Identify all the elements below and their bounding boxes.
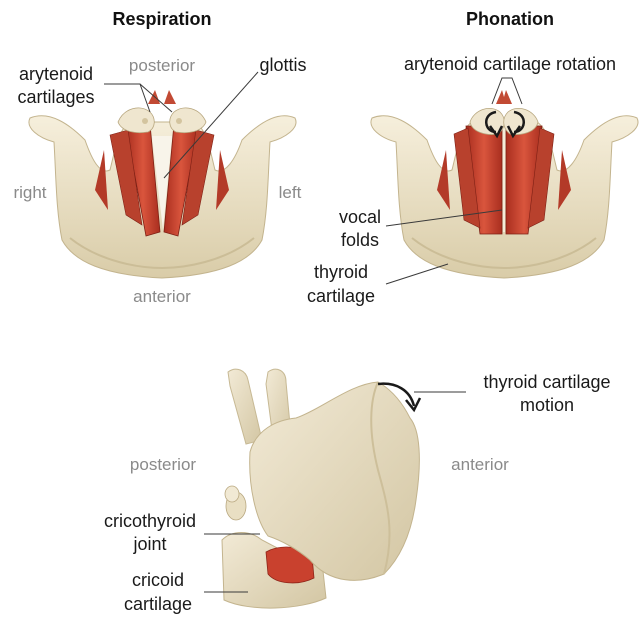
thyroid-leader-line <box>386 264 448 284</box>
arytenoid-rotation-label: arytenoid cartilage rotation <box>404 54 616 74</box>
vocal-folds-label-line2: folds <box>341 230 379 250</box>
glottis-label: glottis <box>259 55 306 75</box>
cricothyroid-joint-label-line1: cricothyroid <box>104 511 196 531</box>
cricothyroid-joint-label-line2: joint <box>132 534 166 554</box>
respiration-larynx-illustration <box>29 90 296 278</box>
arytenoid-cartilages-label-line2: cartilages <box>17 87 94 107</box>
vocal-folds-label-line1: vocal <box>339 207 381 227</box>
thyroid-cartilage-label-line2: cartilage <box>307 286 375 306</box>
respiration-posterior-label: posterior <box>129 56 195 75</box>
phonation-larynx-illustration <box>371 90 638 278</box>
side-posterior-label: posterior <box>130 455 196 474</box>
arytenoid-leader-line <box>104 84 150 112</box>
phonation-title: Phonation <box>466 9 554 29</box>
respiration-anterior-label: anterior <box>133 287 191 306</box>
side-view-larynx-illustration <box>222 369 420 608</box>
thyroid-cartilage-label-line1: thyroid <box>314 262 368 282</box>
cricoid-cartilage-label-line1: cricoid <box>132 570 184 590</box>
thyroid-motion-label-line2: motion <box>520 395 574 415</box>
cricoid-cartilage-label-line2: cartilage <box>124 594 192 614</box>
side-anterior-label: anterior <box>451 455 509 474</box>
thyroid-motion-label-line1: thyroid cartilage <box>483 372 610 392</box>
respiration-left-label: left <box>279 183 302 202</box>
respiration-title: Respiration <box>112 9 211 29</box>
arytenoid-cartilages-label-line1: arytenoid <box>19 64 93 84</box>
respiration-right-label: right <box>13 183 46 202</box>
